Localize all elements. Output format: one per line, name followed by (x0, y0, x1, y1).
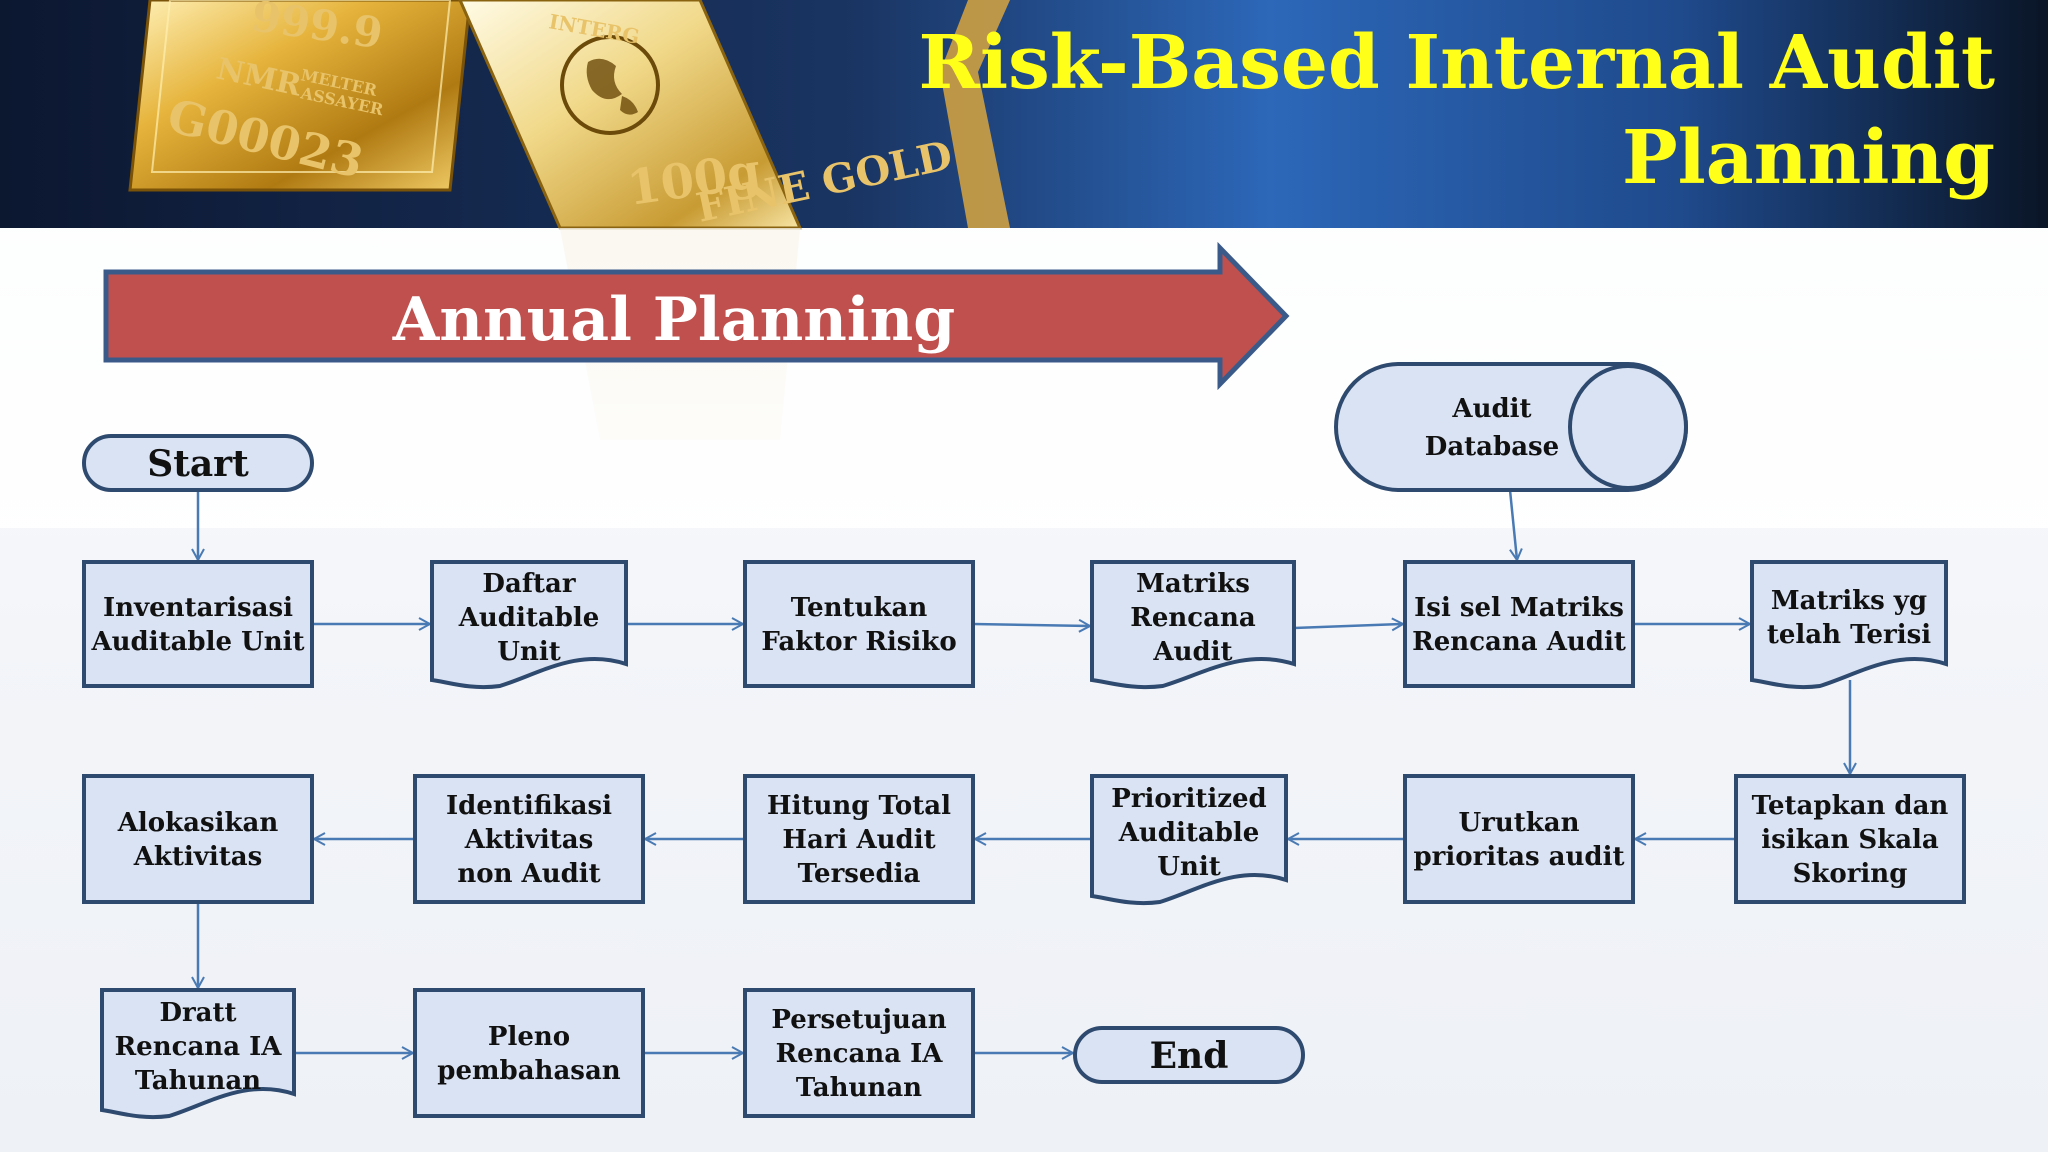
node-label-line: Auditable Unit (90, 627, 304, 657)
node-label-line: Skoring (1793, 859, 1908, 889)
node-label-line: Rencana IA (115, 1032, 283, 1062)
node-shape (743, 988, 975, 1118)
node-label-line: Pleno (488, 1022, 570, 1052)
node-label-line: Auditable (1118, 818, 1260, 848)
node-label-line: prioritas audit (1413, 842, 1624, 872)
node-label-line: Rencana Audit (1412, 627, 1626, 657)
node-pleno: Pleno pembahasan (413, 988, 645, 1118)
node-shape (1403, 774, 1635, 904)
database-end-cap (1568, 364, 1688, 490)
node-end: End (1073, 1026, 1305, 1084)
node-label-line: Database (1425, 432, 1559, 462)
node-label-line: Aktivitas (133, 842, 263, 872)
globe-emblem (560, 35, 660, 135)
node-shape (743, 774, 975, 904)
node-label-line: Identifikasi (446, 791, 612, 821)
banner-label: Annual Planning (392, 285, 955, 355)
node-shape (413, 988, 645, 1118)
node-label-line: Hari Audit (782, 825, 935, 855)
node-label-line: Tentukan (791, 593, 928, 623)
node-matriks-terisi: Matriks yg telah Terisi (1750, 560, 1948, 690)
node-label-line: Unit (497, 637, 560, 667)
node-shape (1090, 774, 1288, 906)
page-title-line-1: Risk-Based Internal Audit (918, 20, 1995, 106)
node-label-line: Matriks yg (1771, 586, 1927, 616)
gold-chevron-accent (940, 0, 1010, 228)
node-label-line: Matriks (1136, 569, 1250, 599)
node-label-line: Start (147, 443, 249, 485)
node-shape (1403, 560, 1635, 688)
node-label-line: Inventarisasi (103, 593, 293, 623)
node-label-line: Tersedia (798, 859, 921, 889)
edge-audit-database-to-isi-sel (1508, 489, 1517, 560)
gold-bar-left: 999.9 NMR MELTER ASSAYER G00023 (128, 0, 472, 192)
page-title: Risk-Based Internal Audit Planning (918, 20, 1995, 201)
node-shape (1073, 1026, 1305, 1084)
node-label-line: Aktivitas (464, 825, 594, 855)
flow-edges (198, 489, 1850, 1053)
node-label-line: telah Terisi (1767, 620, 1931, 650)
edge-tentukan-to-matriks-rencana (972, 624, 1090, 626)
node-shape (82, 434, 314, 492)
node-label-line: Rencana (1130, 603, 1256, 633)
node-shape (1750, 560, 1948, 690)
node-label-line: End (1150, 1035, 1229, 1077)
node-shape (413, 774, 645, 904)
page-title-line-2: Planning (1622, 115, 1995, 201)
node-label-line: Audit (1451, 394, 1531, 424)
node-label-line: non Audit (457, 859, 600, 889)
node-label-line: Faktor Risiko (761, 627, 956, 657)
node-label-line: Dratt (159, 998, 236, 1028)
node-label-line: Prioritized (1111, 784, 1266, 814)
node-label-line: Urutkan (1458, 808, 1579, 838)
node-label-line: Alokasikan (117, 808, 279, 838)
node-shape (1090, 560, 1296, 690)
node-label-line: Tahunan (796, 1073, 922, 1103)
node-label-line: Unit (1157, 852, 1220, 882)
edge-matriks-rencana-to-isi-sel (1293, 624, 1403, 628)
node-shape (82, 774, 314, 904)
node-label-line: pembahasan (437, 1056, 620, 1086)
node-label-line: Rencana IA (776, 1039, 944, 1069)
node-label-line: isikan Skala (1761, 825, 1939, 855)
node-label-line: Tahunan (135, 1066, 261, 1096)
node-label-line: Persetujuan (771, 1005, 946, 1035)
node-urutkan: Urutkan prioritas audit (1403, 774, 1635, 904)
node-label-line: Daftar (482, 569, 575, 599)
node-label-line: Tetapkan dan (1752, 791, 1949, 821)
flow-nodes: StartAuditDatabaseInventarisasiAuditable… (82, 362, 1966, 1120)
banner-arrow-shape (103, 241, 1290, 391)
node-shape (743, 560, 975, 688)
node-shape (100, 988, 296, 1120)
node-label-line: Auditable (458, 603, 600, 633)
node-label-line: Hitung Total (767, 791, 951, 821)
node-label-line: Audit (1152, 637, 1232, 667)
node-shape (82, 560, 314, 688)
annual-planning-banner: Annual Planning (103, 241, 1290, 391)
node-shape (1734, 774, 1966, 904)
node-label-line: Isi sel Matriks (1414, 593, 1624, 623)
node-start: Start (82, 434, 314, 492)
node-shape (430, 560, 628, 690)
